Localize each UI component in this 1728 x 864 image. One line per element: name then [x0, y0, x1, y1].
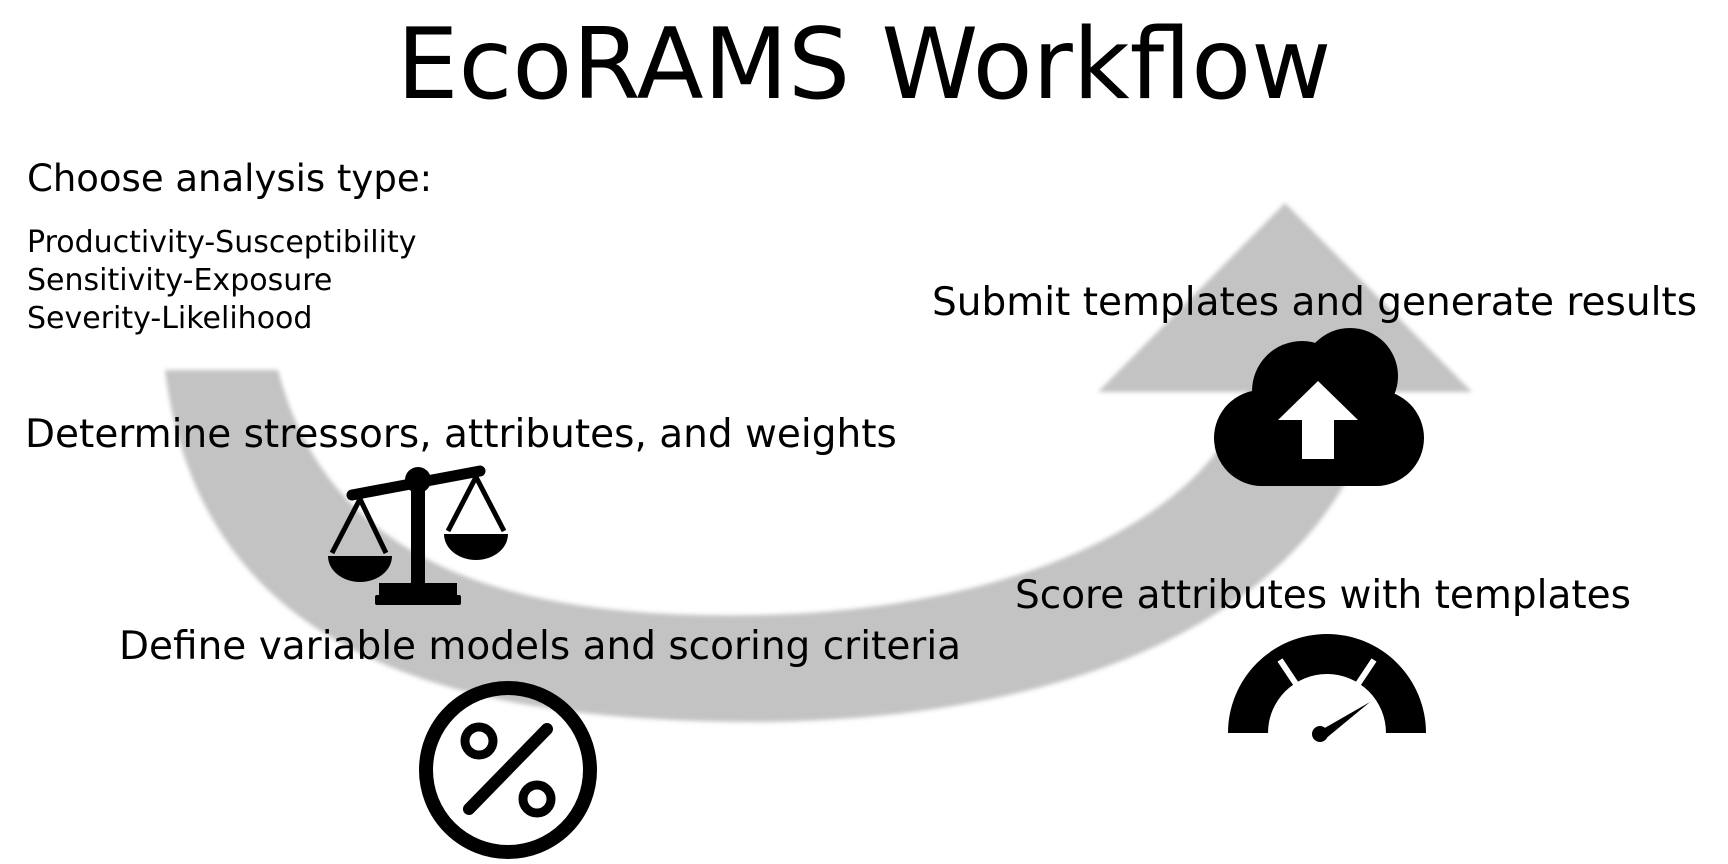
step-submit-label: Submit templates and generate results: [932, 280, 1698, 325]
analysis-type-heading: Choose analysis type:: [27, 157, 433, 200]
step-determine-label: Determine stressors, attributes, and wei…: [25, 412, 897, 457]
percent-icon: [419, 681, 597, 859]
arrow-body: [165, 370, 1382, 722]
scale-icon: [328, 465, 508, 605]
analysis-type-item: Severity-Likelihood: [27, 301, 313, 336]
analysis-type-item: Sensitivity-Exposure: [27, 263, 333, 298]
step-define-label: Define variable models and scoring crite…: [119, 624, 962, 669]
page-title: EcoRAMS Workflow: [396, 8, 1332, 122]
speedometer-icon: [1228, 634, 1426, 742]
cloud-upload-icon: [1214, 328, 1424, 486]
step-score-label: Score attributes with templates: [1015, 573, 1631, 618]
analysis-type-item: Productivity-Susceptibility: [27, 225, 417, 260]
analysis-type-list: Productivity-Susceptibility Sensitivity-…: [27, 224, 417, 338]
